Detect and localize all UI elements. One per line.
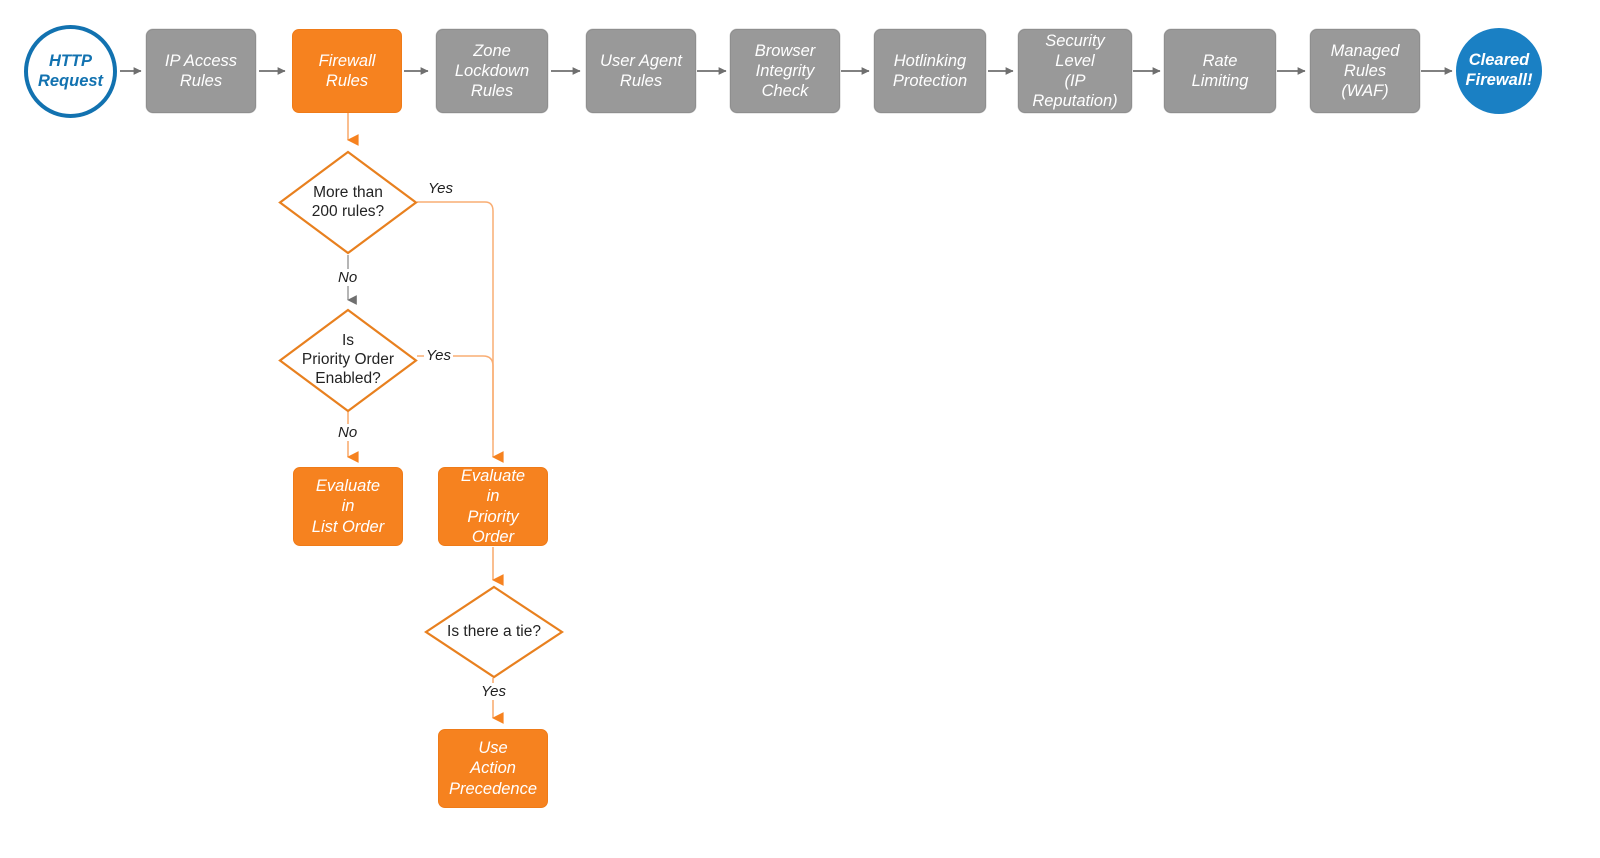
node-security-level-label: Security Level (IP Reputation) <box>1032 31 1118 111</box>
node-cleared-firewall[interactable]: Cleared Firewall! <box>1456 28 1542 114</box>
node-cleared-firewall-label: Cleared Firewall! <box>1465 51 1533 89</box>
node-user-agent-rules[interactable]: User Agent Rules <box>586 29 696 113</box>
node-http-request[interactable]: HTTP Request <box>24 25 117 118</box>
node-ip-access-rules-label: IP Access Rules <box>164 51 238 90</box>
node-user-agent-rules-label: User Agent Rules <box>600 51 682 90</box>
decision-is-there-a-tie[interactable]: Is there a tie? <box>424 585 564 679</box>
decision-more-than-200-rules-label: More than 200 rules? <box>311 183 385 220</box>
edge-label-priority-order-no: No <box>336 424 360 441</box>
edge-label-more-than-200-no: No <box>336 269 360 286</box>
node-evaluate-in-priority-order-label: Evaluate in Priority Order <box>460 467 526 546</box>
decision-is-priority-order-enabled-label: Is Priority Order Enabled? <box>301 332 395 387</box>
node-hotlinking-protection-label: Hotlinking Protection <box>892 51 968 90</box>
node-firewall-rules[interactable]: Firewall Rules <box>292 29 402 113</box>
node-security-level[interactable]: Security Level (IP Reputation) <box>1018 29 1132 113</box>
node-zone-lockdown-rules[interactable]: Zone Lockdown Rules <box>436 29 548 113</box>
diamond-shape-icon <box>424 585 564 679</box>
decision-is-there-a-tie-label: Is there a tie? <box>447 622 541 640</box>
node-zone-lockdown-rules-label: Zone Lockdown Rules <box>454 41 530 101</box>
node-ip-access-rules[interactable]: IP Access Rules <box>146 29 256 113</box>
node-evaluate-in-priority-order[interactable]: Evaluate in Priority Order <box>438 467 548 546</box>
node-managed-rules-waf[interactable]: Managed Rules (WAF) <box>1310 29 1420 113</box>
node-use-action-precedence[interactable]: Use Action Precedence <box>438 729 548 808</box>
node-hotlinking-protection[interactable]: Hotlinking Protection <box>874 29 986 113</box>
node-rate-limiting-label: Rate Limiting <box>1191 51 1249 90</box>
edge-label-tie-yes: Yes <box>479 683 509 700</box>
node-use-action-precedence-label: Use Action Precedence <box>448 739 538 798</box>
decision-more-than-200-rules[interactable]: More than 200 rules? <box>278 150 418 255</box>
node-browser-integrity-check[interactable]: Browser Integrity Check <box>730 29 840 113</box>
edge-label-priority-order-yes: Yes <box>424 347 454 364</box>
node-evaluate-in-list-order[interactable]: Evaluate in List Order <box>293 467 403 546</box>
decision-is-priority-order-enabled[interactable]: Is Priority Order Enabled? <box>278 308 418 413</box>
node-evaluate-in-list-order-label: Evaluate in List Order <box>311 477 385 536</box>
diamond-shape-icon <box>278 150 418 255</box>
node-http-request-label: HTTP Request <box>37 51 104 90</box>
diamond-shape-icon <box>278 308 418 413</box>
node-firewall-rules-label: Firewall Rules <box>318 51 376 90</box>
edge-label-more-than-200-yes: Yes <box>426 180 456 197</box>
edge-decision2-yes <box>417 355 494 440</box>
node-rate-limiting[interactable]: Rate Limiting <box>1164 29 1276 113</box>
node-browser-integrity-check-label: Browser Integrity Check <box>754 41 816 101</box>
node-managed-rules-waf-label: Managed Rules (WAF) <box>1330 41 1400 101</box>
edge-decision1-yes <box>417 201 504 463</box>
